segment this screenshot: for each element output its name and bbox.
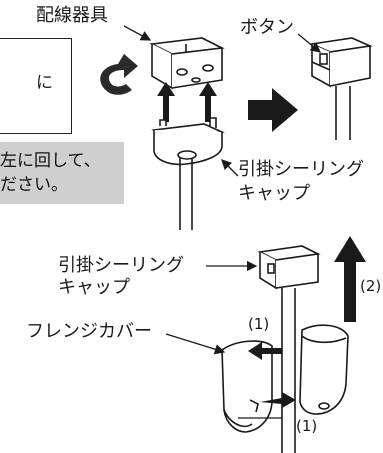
flange-cover-left — [221, 340, 273, 433]
flange-cover-leader — [165, 333, 226, 355]
push-up-arrows — [157, 82, 217, 122]
step-arrow-1-bottom — [260, 392, 296, 408]
flange-cover-right — [299, 324, 349, 415]
step-arrow-right — [248, 88, 298, 132]
label-flange-cover: フレンジカバー — [26, 321, 152, 342]
wiring-device-top — [149, 37, 225, 90]
ceiling-cap-bottom — [257, 245, 321, 290]
wiring-device-leader — [123, 25, 152, 41]
wiring-device-attached — [309, 37, 373, 88]
cord-top-right — [335, 86, 351, 140]
label-step-1-top: (1) — [248, 315, 270, 333]
ceiling-cap-top — [151, 117, 225, 166]
label-ceiling-cap-1-line1: 引掛シーリング — [238, 159, 364, 180]
label-ceiling-cap-2-line1: 引掛シーリング — [58, 255, 184, 276]
step-arrow-up — [334, 236, 366, 322]
label-ceiling-cap-1-line2: キャップ — [238, 183, 310, 204]
rotate-arrow — [100, 54, 138, 95]
cord-bottom — [281, 288, 296, 453]
label-button: ボタン — [240, 17, 294, 38]
button-leader — [297, 33, 322, 53]
label-wiring-device: 配線器具 — [36, 5, 108, 26]
instruction-box-text: に — [36, 73, 53, 93]
label-step-2: (2) — [360, 277, 382, 295]
label-step-1-bottom: (1) — [296, 417, 318, 435]
instruction-note — [0, 142, 124, 204]
label-ceiling-cap-2-line2: キャップ — [58, 277, 130, 298]
instruction-box-left — [0, 38, 72, 134]
note-line-2: ださい。 — [0, 175, 68, 195]
step-arrow-1-top — [248, 342, 282, 360]
cord-top — [179, 158, 193, 230]
note-line-1: 左に回して、 — [0, 151, 101, 171]
ceiling-cap-leader-1 — [221, 159, 239, 177]
